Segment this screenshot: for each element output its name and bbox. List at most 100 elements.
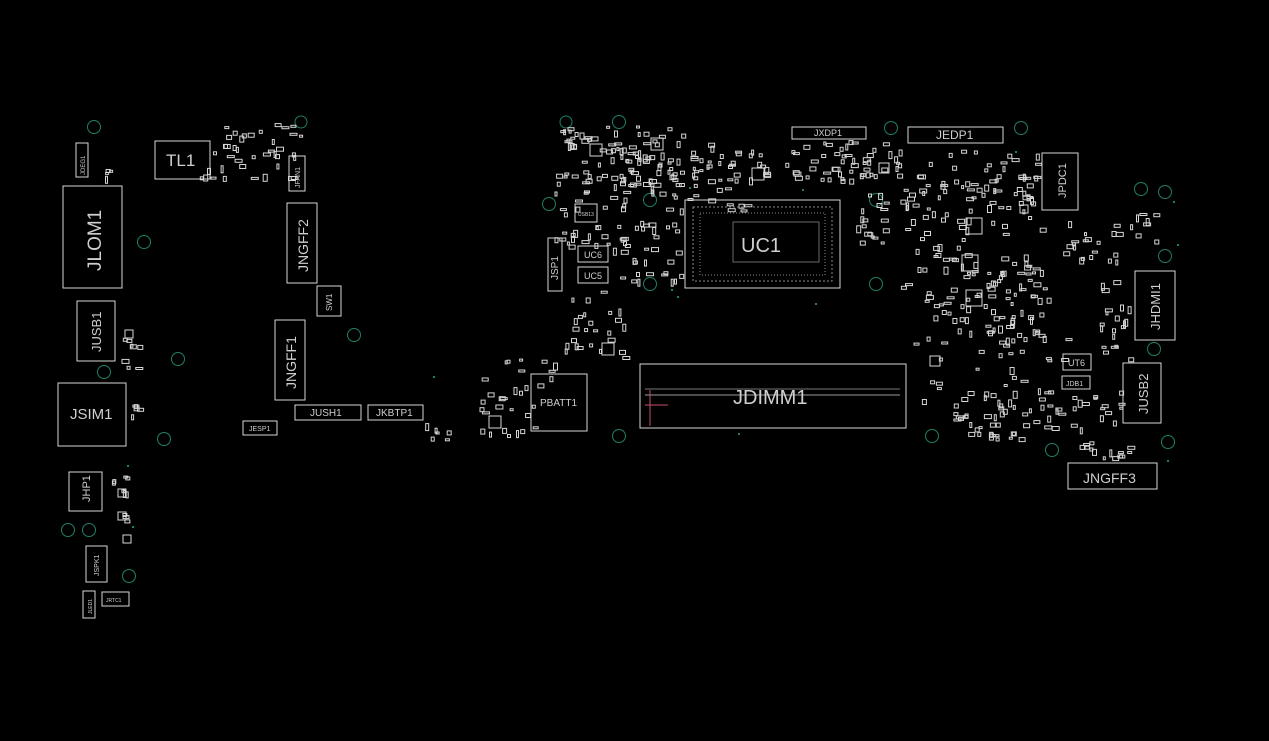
smd-part [993, 316, 1000, 322]
smd-part [1020, 288, 1027, 292]
smd-part [868, 193, 872, 198]
smd-part [574, 132, 579, 137]
smd-part [749, 177, 753, 186]
smd-part [1119, 390, 1125, 396]
smd-part [628, 184, 635, 187]
connector-jxdp1[interactable]: JXDP1 [791, 126, 867, 140]
smd-part [122, 513, 128, 517]
smd-part [1039, 269, 1044, 277]
smd-part [1051, 426, 1060, 431]
smd-part [584, 328, 589, 333]
connector-jkbtp1[interactable]: JKBTP1 [367, 404, 424, 421]
smd-part [651, 189, 655, 197]
smd-part [226, 155, 235, 159]
label-jlom1: JLOM1 [85, 210, 106, 271]
ic-package [929, 355, 941, 367]
connector-jdeg1[interactable]: JDEG1 [75, 142, 89, 178]
smd-part [675, 250, 683, 256]
chip-usb13[interactable]: USB13 [574, 203, 598, 223]
smd-part [444, 438, 450, 442]
chip-ut6[interactable]: UT6 [1062, 353, 1092, 371]
smd-part [1002, 166, 1006, 173]
connector-jhdmi1[interactable]: JHDMI1 [1134, 270, 1176, 341]
smd-part [986, 330, 995, 334]
cpu-uc1[interactable]: UC1 [684, 199, 841, 289]
ic-package [1019, 204, 1029, 214]
connector-jled1[interactable]: JLED1 [82, 590, 96, 619]
connector-jush1[interactable]: JUSH1 [294, 404, 362, 421]
smd-part [1005, 337, 1010, 346]
connector-pbatt1[interactable]: PBATT1 [530, 373, 588, 432]
smd-part [620, 249, 629, 255]
smd-part [986, 163, 992, 168]
smd-part [933, 304, 940, 309]
smd-part [537, 383, 545, 389]
smd-part [989, 200, 997, 205]
smd-part [1073, 244, 1077, 251]
chip-uc5[interactable]: UC5 [577, 266, 609, 284]
smd-part [1100, 282, 1105, 291]
connector-jsim1[interactable]: JSIM1 [57, 382, 127, 447]
smd-part [926, 336, 931, 342]
smd-part [1113, 280, 1122, 286]
test-point [802, 189, 804, 191]
mount-hole [1134, 182, 1148, 196]
smd-part [624, 244, 631, 248]
connector-jngff2[interactable]: JNGFF2 [286, 202, 318, 284]
smd-part [1063, 251, 1071, 257]
chip-uc6[interactable]: UC6 [577, 245, 609, 263]
smd-part [1047, 415, 1052, 423]
component-tl1[interactable]: TL1 [154, 140, 211, 180]
smd-part [632, 151, 639, 156]
smd-part [1139, 213, 1148, 216]
smd-part [733, 172, 741, 178]
smd-part [961, 238, 966, 242]
smd-part [129, 344, 137, 350]
connector-jusb1[interactable]: JUSB1 [76, 300, 116, 362]
slot-jdimm1[interactable]: JDIMM1 [639, 363, 907, 429]
connector-jesp1[interactable]: JESP1 [242, 420, 278, 436]
smd-part [1017, 271, 1026, 275]
smd-part [1020, 379, 1029, 383]
smd-part [636, 272, 640, 277]
connector-jfan1[interactable]: JFAN1 [288, 155, 306, 192]
connector-jngff3[interactable]: JNGFF3 [1067, 462, 1158, 490]
smd-part [571, 338, 577, 344]
connector-jdb1[interactable]: JDB1 [1061, 375, 1091, 390]
smd-part [1103, 350, 1109, 355]
smd-part [1153, 213, 1161, 218]
smd-part [606, 125, 611, 129]
smd-part [568, 244, 576, 250]
connector-jrtc1[interactable]: JRTC1 [101, 591, 130, 607]
smd-part [1011, 338, 1016, 344]
smd-part [572, 326, 580, 332]
smd-part [1111, 231, 1117, 237]
connector-jsp1[interactable]: JSP1 [547, 237, 563, 292]
connector-jlom1[interactable]: JLOM1 [62, 185, 123, 289]
smd-part [667, 127, 673, 132]
smd-part [137, 407, 145, 412]
smd-part [623, 190, 632, 194]
smd-part [863, 167, 871, 172]
smd-part [619, 349, 626, 355]
connector-jhp1[interactable]: JHP1 [68, 471, 103, 512]
smd-part [935, 253, 942, 258]
smd-part [1100, 325, 1104, 333]
connector-jngff1[interactable]: JNGFF1 [274, 319, 306, 401]
connector-jpdc1[interactable]: JPDC1 [1041, 152, 1079, 211]
smd-part [864, 231, 873, 237]
smd-part [600, 290, 608, 294]
smd-part [1145, 218, 1150, 226]
connector-jedp1[interactable]: JEDP1 [907, 126, 1004, 144]
label-jsim1: JSIM1 [70, 406, 113, 423]
smd-part [936, 387, 942, 391]
smd-part [728, 165, 733, 169]
smd-part [1061, 358, 1070, 362]
smd-part [623, 197, 628, 204]
mount-hole [61, 523, 75, 537]
connector-jspk1[interactable]: JSPK1 [85, 545, 108, 583]
switch-sw1[interactable]: SW1 [316, 285, 342, 317]
label-sw1: SW1 [325, 293, 334, 311]
smd-part [984, 391, 990, 398]
connector-jusb2[interactable]: JUSB2 [1122, 362, 1162, 424]
